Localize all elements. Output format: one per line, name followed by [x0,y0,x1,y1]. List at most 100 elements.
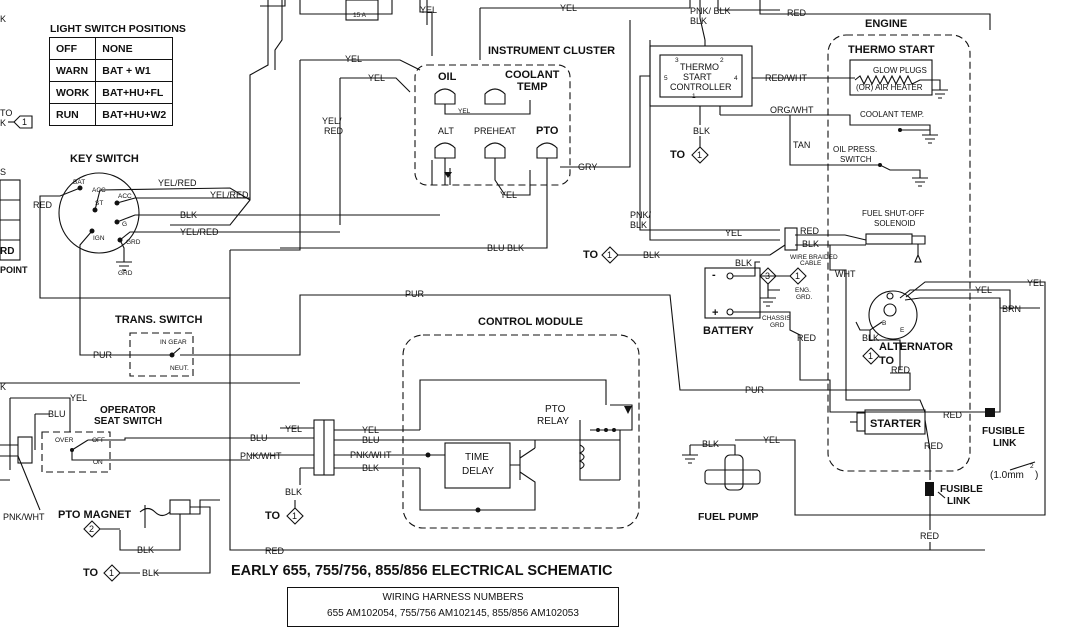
chassis-grd-1: CHASSIS [762,315,791,322]
pto-relay-1: PTO [545,404,566,415]
engine-block: ENGINE THERMO START GLOW PLUGS (OR) AIR … [827,18,971,472]
fuel-shutoff-1: FUEL SHUT-OFF [862,209,924,218]
wire-label-yel-top: YEL [420,5,437,15]
wire-label-blk-conn-r: BLK [362,463,379,473]
starter: STARTER [850,399,985,480]
light-switch-heading: LIGHT SWITCH POSITIONS [50,23,186,35]
ref-marker-1-conn [286,507,304,525]
wire-label-yel-red-v2: RED [324,126,344,136]
wire-label-pur-trans: PUR [93,350,113,360]
fusible-link-label-b2: LINK [947,496,971,507]
key-grd: GRD [126,239,141,246]
thermo-start-controller: 3 2 5 4 1 THERMO START CONTROLLER BLK TO… [639,40,931,231]
wire-label-pnk-wht-left: PNK/WHT [3,512,45,522]
alternator: B E YEL BRN YEL BLK ALTERNATOR 1 TO RED [735,278,1046,516]
gauge-coolant: COOLANT [505,69,560,81]
wire-label-yel-2: YEL [368,73,385,83]
wire-label-red-fl: RED [920,531,940,541]
wire-label-pnk-wht-mid: PNK/WHT [240,451,282,461]
wire-label-pnk-blk-top-b: BLK [690,16,707,26]
wire-label-red-starter2: RED [924,441,944,451]
battery-plus: + [712,307,718,319]
battery-minus: - [712,269,716,281]
edge-label-k3: K [0,382,6,392]
gauge-preheat: PREHEAT [474,126,516,136]
fusible-link-a [985,408,995,417]
wire-label-yel-cluster: YEL [458,108,471,115]
wire-label-pnk-blk-top: PNK/ BLK [690,6,731,16]
to-label-pto: TO [83,567,99,579]
fuse-box-partial: 15 A [260,0,393,21]
to-label-tsc: TO [670,149,686,161]
trans-switch: TRANS. SWITCH IN GEAR NEUT. [115,294,910,391]
oil-press-2: SWITCH [840,155,872,164]
wire-label-tan: TAN [793,140,810,150]
ref-1-alt: 1 [868,351,873,361]
light-connection: NONE [95,37,174,60]
wire-label-yel-preheat: YEL [500,190,517,200]
to-label-sol: TO [583,249,599,261]
wire-label-blk-tsc: BLK [693,126,710,136]
wire-label-yel-alt2: YEL [1027,278,1044,288]
wire-label-yel-seat: YEL [70,393,87,403]
light-connection: BAT + W1 [95,59,174,82]
seat-on: ON [93,459,103,466]
to-label-left: TO [0,108,12,118]
harness-numbers: 655 AM102054, 755/756 AM102145, 855/856 … [327,608,579,619]
gauge-pto: PTO [536,125,559,137]
wire-label-red-starter: RED [943,410,963,420]
wire-label-yel-red-3: YEL/RED [180,227,219,237]
seat-switch-title-1: OPERATOR [100,405,157,416]
gauge-temp: TEMP [517,81,548,93]
ref-1-bat: 1 [795,271,800,281]
harness-connector: YEL YEL BLU PNK/WHT BLK BLK TO 1 [250,419,440,525]
to-label-alt: TO [879,355,895,367]
pin-4: 4 [734,75,738,82]
pin-5: 5 [664,75,668,82]
fusible-link-b [925,482,934,496]
alt-b: B [882,320,886,327]
edge-label-k: K [0,14,6,24]
ref-marker-1-bat [789,267,807,285]
wire-label-blu-conn-r: BLU [362,435,380,445]
ref-1-left: 1 [22,117,27,127]
wire-label-red-bottom: RED [265,546,285,556]
wire-label-blk-bat: BLK [735,258,752,268]
trans-in-gear: IN GEAR [160,339,187,346]
light-position: WORK [48,81,97,104]
fuse-15a-label: 15 A [353,12,367,19]
edge-label-s: S [0,167,6,177]
wire-label-blk-pto: BLK [137,545,154,555]
ref-1-sol: 1 [607,250,612,260]
eng-grd-2: GRD. [796,294,812,301]
fusible-link-label-b1: FUSIBLE [940,484,983,495]
edge-label-k2: K [0,118,6,128]
alternator-title: ALTERNATOR [879,341,953,353]
operator-seat-switch: OPERATOR SEAT SWITCH OVER OFF ON YEL BLU [0,393,250,511]
control-module-title: CONTROL MODULE [478,316,583,328]
wire-label-red-key: RED [33,200,53,210]
key-ground-label: GRD [118,270,133,277]
key-switch: KEY SWITCH BAT ACC ACC ST G IGN GRD GRD [39,153,440,356]
wire-label-blk-sol: BLK [802,239,819,249]
wire-label-red-sol: RED [800,226,820,236]
wire-label-yel-red-2: YEL/RED [210,190,249,200]
edge-label-rd: RD [0,246,14,257]
air-heater: (OR) AIR HEATER [856,83,923,92]
key-switch-title: KEY SWITCH [70,153,139,165]
light-position: WARN [48,59,97,82]
fuel-pump-title: FUEL PUMP [698,511,758,523]
key-st: ST [95,200,103,207]
engine-title: ENGINE [865,18,907,30]
tsc-1: THERMO [680,62,719,72]
pin-3: 3 [675,57,679,64]
light-position: RUN [48,103,97,126]
wire-label-yel-conn-r: YEL [362,425,379,435]
light-connection: BAT+HU+FL [95,81,174,104]
wire-label-blu-blk: BLU BLK [487,243,524,253]
light-connection: BAT+HU+W2 [95,103,174,126]
